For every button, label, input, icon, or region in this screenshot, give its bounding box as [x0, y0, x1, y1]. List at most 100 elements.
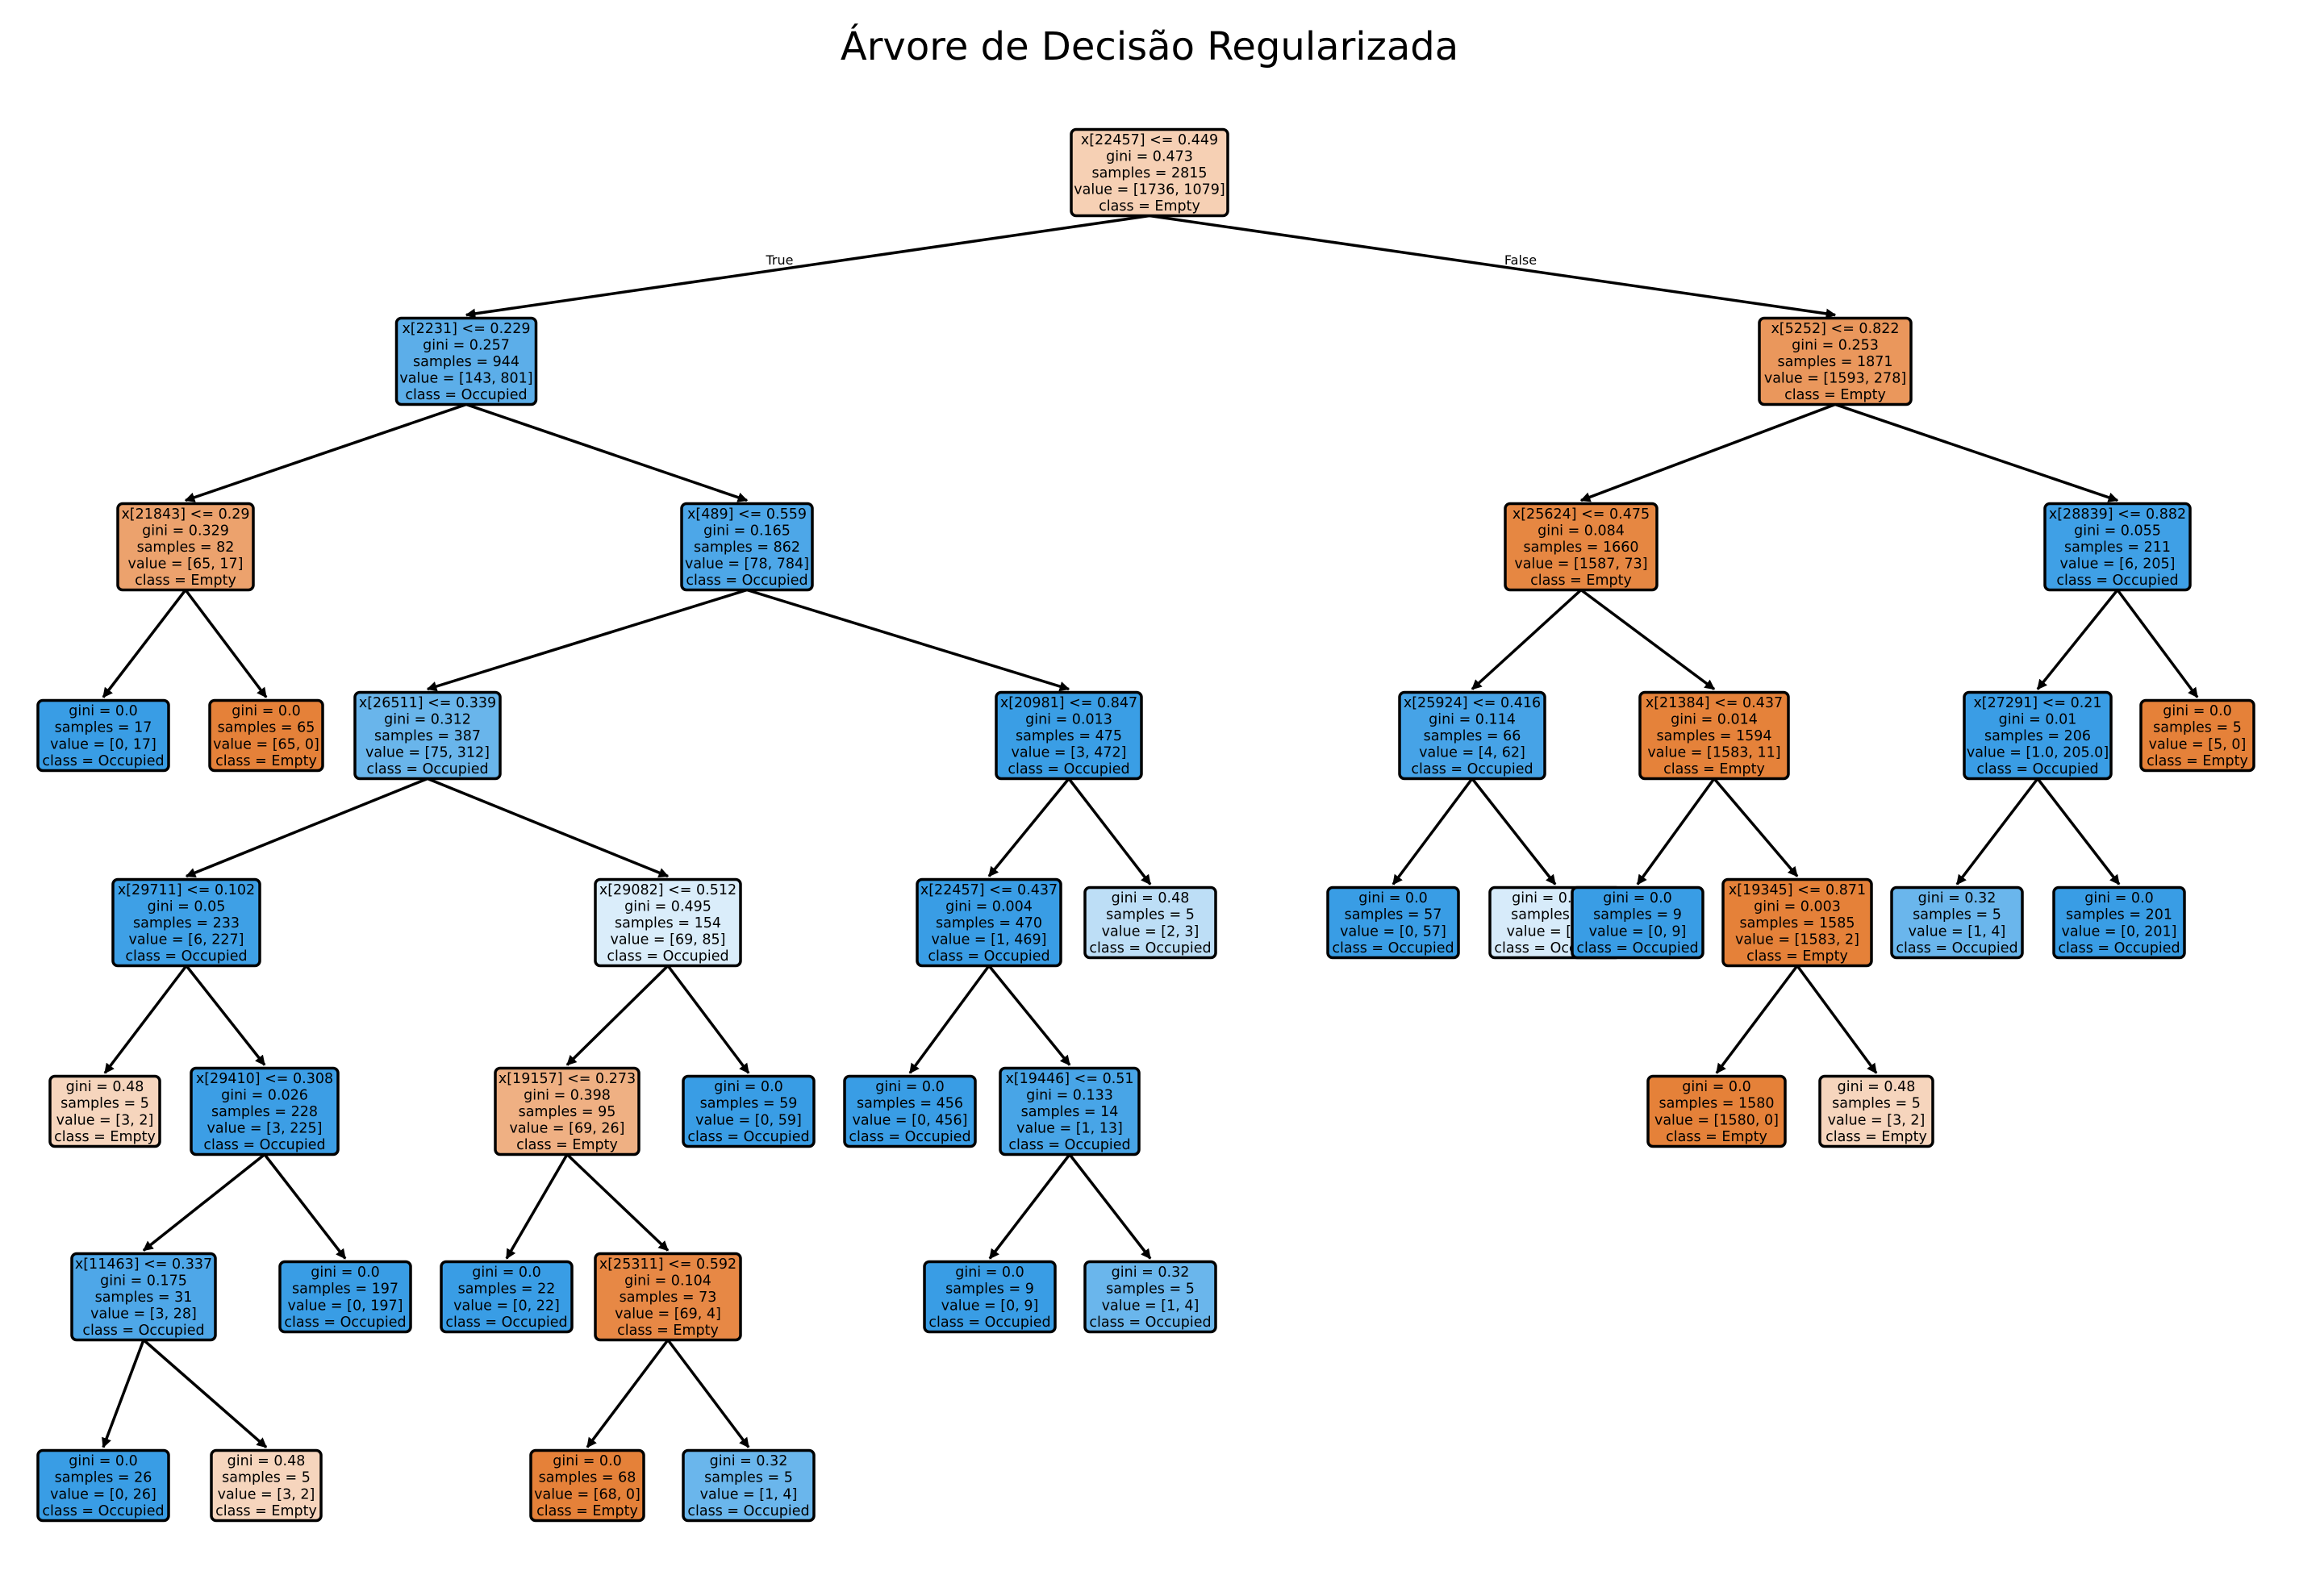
node-text-line: class = Empty — [135, 573, 236, 589]
node-text-line: class = Empty — [2147, 753, 2248, 769]
tree-edge — [1149, 214, 1837, 319]
node-box — [1070, 127, 1229, 218]
node-text-line: value = [1583, 11] — [1647, 745, 1780, 761]
node-text-line: samples = 228 — [211, 1104, 318, 1120]
node-text-line: gini = 0.0 — [2163, 703, 2232, 719]
node-text-line: value = [1736, 1079] — [1074, 182, 1225, 198]
node-text-line: samples = 1871 — [1777, 354, 1892, 370]
node-text-line: gini = 0.0 — [1358, 890, 1428, 906]
node-text-line: gini = 0.104 — [624, 1273, 711, 1289]
node-text-line: samples = 65 — [218, 720, 315, 736]
node-box — [529, 1448, 645, 1523]
node-box — [440, 1260, 574, 1334]
node-text-line: value = [6, 205] — [2060, 556, 2176, 573]
node-text-line: class = Empty — [1663, 761, 1765, 777]
node-text-line: value = [1, 13] — [1016, 1121, 1123, 1137]
tree-edge — [102, 589, 187, 698]
node-text-line: x[29410] <= 0.308 — [196, 1071, 333, 1087]
node-text-line: value = [1, 4] — [1102, 1298, 1200, 1314]
node-text-line: value = [3, 472] — [1012, 745, 1127, 761]
node-text-line: class = Occupied — [1576, 940, 1698, 956]
node-text-line: x[21384] <= 0.437 — [1646, 695, 1783, 711]
node-text-line: gini = 0.003 — [1754, 898, 1841, 915]
node-box — [1571, 886, 1704, 960]
node-text-line: samples = 862 — [694, 540, 800, 556]
node-text-line: value = [1587, 73] — [1514, 556, 1647, 573]
node-text-line: gini = 0.0 — [232, 703, 301, 719]
node-box — [210, 1448, 323, 1523]
node-text-line: samples = 5 — [1913, 907, 2001, 923]
tree-edge — [666, 1339, 750, 1448]
node-text-line: class = Empty — [54, 1129, 156, 1145]
node-text-line: class = Occupied — [687, 1503, 809, 1519]
node-text-line: class = Occupied — [42, 753, 164, 769]
node-text-line: samples = 59 — [700, 1096, 798, 1112]
node-text-line: x[25624] <= 0.475 — [1512, 506, 1650, 523]
node-text-line: value = [3, 28] — [90, 1306, 197, 1323]
node-text-line: class = Empty — [617, 1323, 719, 1339]
node-text-line: samples = 470 — [936, 915, 1042, 931]
node-text-line: x[19157] <= 0.273 — [499, 1071, 636, 1087]
node-text-line: gini = 0.398 — [524, 1087, 611, 1103]
node-text-line: samples = 5 — [1106, 1281, 1195, 1298]
node-text-line: samples = 197 — [292, 1281, 398, 1298]
node-text-line: value = [0, 197] — [288, 1298, 403, 1314]
node-box — [995, 690, 1143, 781]
node-text-line: gini = 0.32 — [1918, 890, 1996, 906]
node-text-line: samples = 14 — [1021, 1104, 1119, 1120]
tree-edge — [987, 777, 1070, 877]
node-text-line: samples = 9 — [1593, 907, 1682, 923]
node-text-line: class = Occupied — [1332, 940, 1454, 956]
node-text-line: gini = 0.165 — [703, 523, 791, 539]
node-text-line: samples = 17 — [55, 720, 152, 736]
node-text-line: gini = 0.01 — [1999, 711, 2077, 727]
node-text-line: gini = 0.253 — [1792, 337, 1879, 353]
node-box — [923, 1260, 1057, 1334]
node-box — [680, 502, 814, 592]
tree-edge — [1471, 589, 1583, 690]
node-text-line: gini = 0.32 — [1112, 1265, 1190, 1281]
node-text-line: samples = 57 — [1345, 907, 1442, 923]
node-text-line: gini = 0.329 — [142, 523, 229, 539]
node-text-line: value = [1, 469] — [932, 932, 1047, 948]
node-text-line: value = [69, 26] — [510, 1121, 625, 1137]
node-text-line: value = [3, 2] — [1828, 1112, 1926, 1128]
node-text-line: class = Occupied — [82, 1323, 204, 1339]
tree-edge — [465, 214, 1150, 319]
node-text-line: gini = 0.0 — [2084, 890, 2154, 906]
node-text-line: x[25311] <= 0.592 — [599, 1256, 736, 1273]
tree-edge — [1636, 777, 1716, 886]
node-text-line: value = [5, 0] — [2149, 736, 2247, 752]
node-text-line: class = Occupied — [849, 1129, 970, 1145]
node-text-line: x[25924] <= 0.416 — [1404, 695, 1541, 711]
tree-edge — [426, 588, 748, 692]
node-text-line: value = [0, 26] — [50, 1486, 156, 1502]
tree-edge — [1471, 777, 1557, 886]
node-text-line: value = [0, 59] — [695, 1112, 802, 1128]
node-text-line: gini = 0.0 — [69, 1453, 138, 1469]
node-text-line: x[2231] <= 0.229 — [402, 321, 530, 337]
tree-edge — [142, 1153, 266, 1252]
node-box — [116, 502, 255, 592]
edge-label-true: True — [766, 252, 794, 268]
node-text-line: gini = 0.026 — [221, 1087, 308, 1103]
